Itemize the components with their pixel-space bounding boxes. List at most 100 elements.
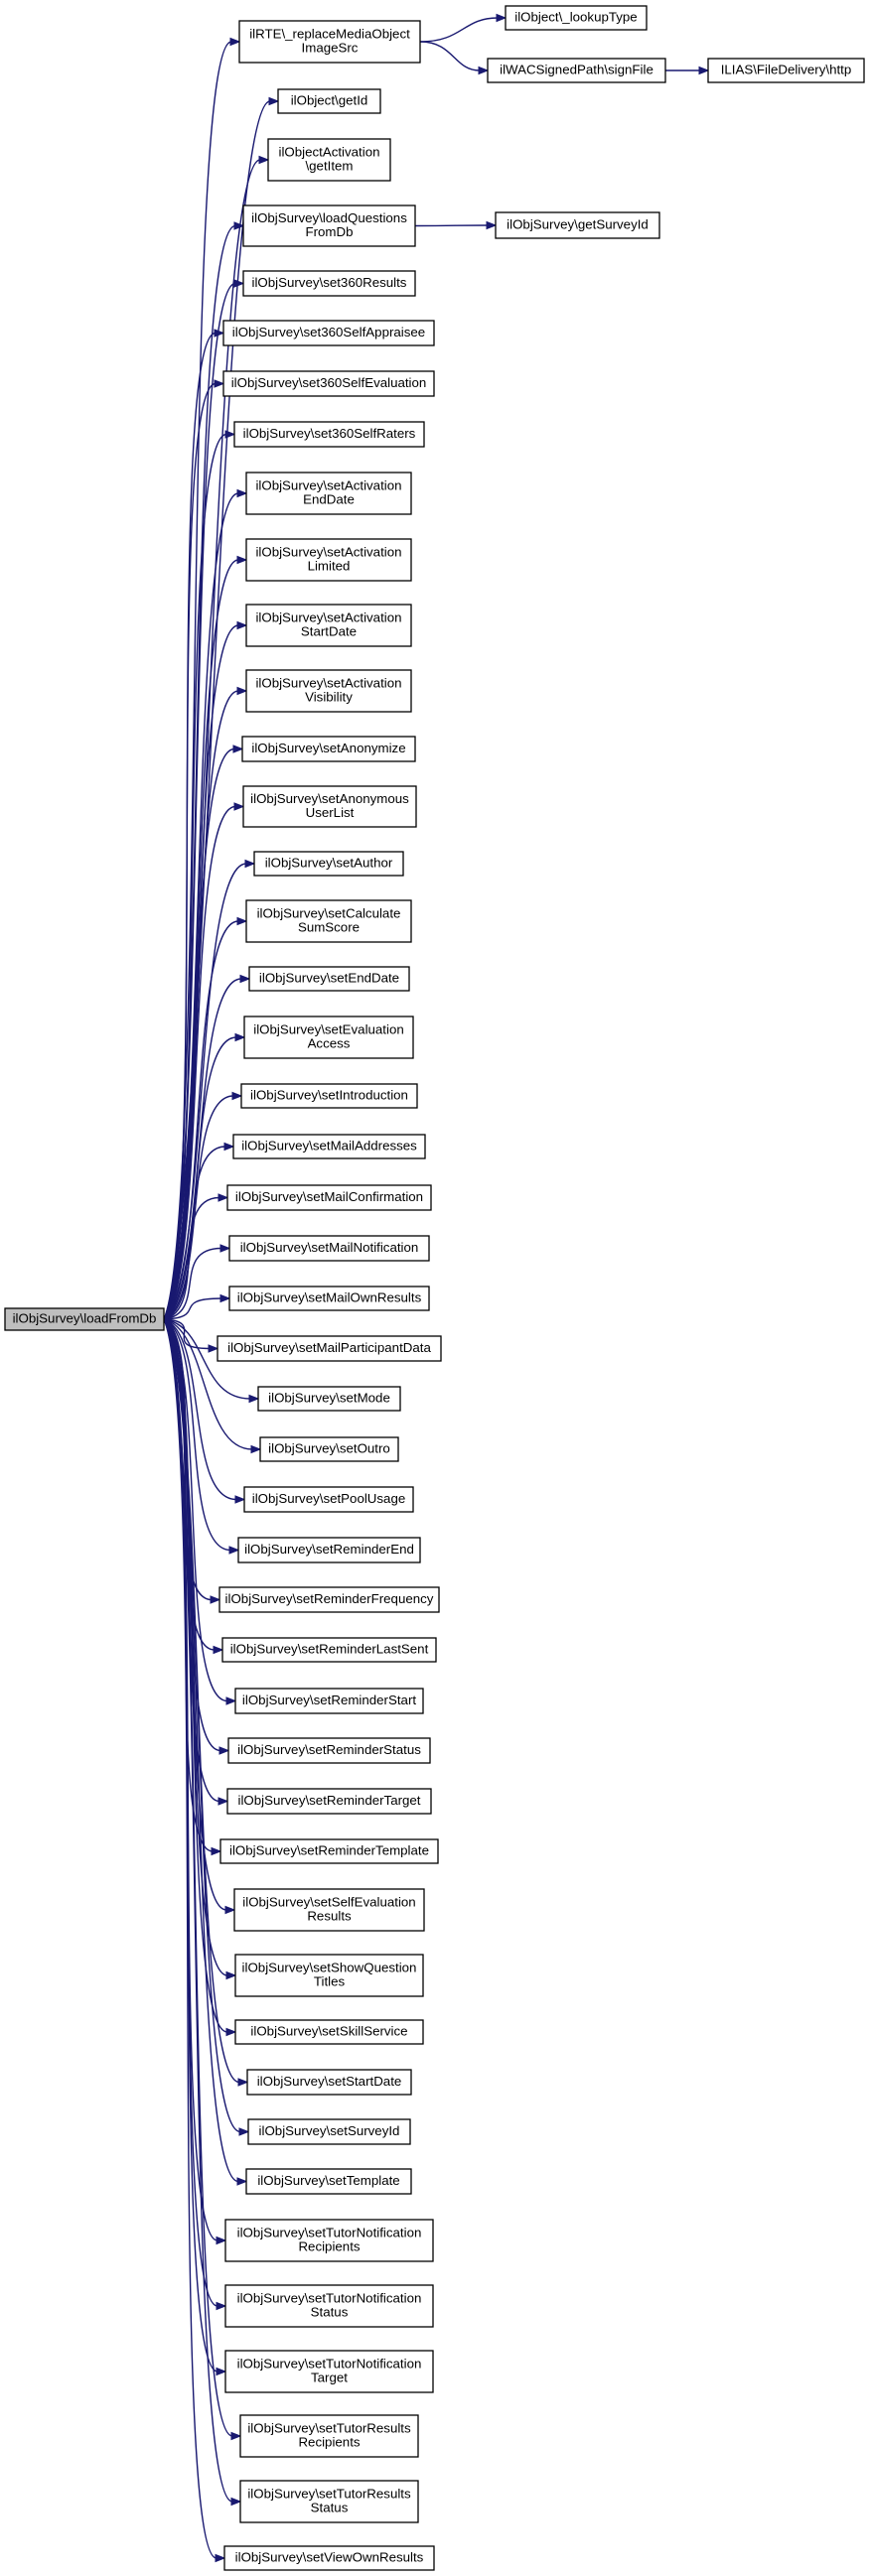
arrowhead-setSkillService [225, 2027, 237, 2037]
node-setAuthor[interactable]: ilObjSurvey\setAuthor [253, 851, 404, 877]
edge-root-to-setMode [163, 1318, 251, 1400]
node-box [217, 1335, 442, 1362]
node-setReminderStart[interactable]: ilObjSurvey\setReminderStart [234, 1688, 424, 1714]
arrowhead-setTutorResultsStatus [230, 2497, 242, 2507]
node-box [222, 370, 435, 397]
node-setMailConfirmation[interactable]: ilObjSurvey\setMailConfirmation [226, 1184, 432, 1211]
node-label-line: Limited [308, 559, 351, 574]
node-setReminderFrequency[interactable]: ilObjSurvey\setReminderFrequency [218, 1586, 440, 1613]
node-setMailOwnResults[interactable]: ilObjSurvey\setMailOwnResults [228, 1286, 430, 1311]
node-label-line: ilObjSurvey\setActivation [255, 676, 401, 691]
node-box [257, 1386, 401, 1412]
node-setPoolUsage[interactable]: ilObjSurvey\setPoolUsage [243, 1486, 414, 1513]
arrowhead-setReminderEnd [228, 1546, 240, 1555]
node-label-line: ilObject\getId [291, 93, 368, 108]
node-getId[interactable]: ilObject\getId [277, 88, 381, 114]
node-setOutro[interactable]: ilObjSurvey\setOutro [259, 1436, 399, 1462]
node-set360SelfRaters[interactable]: ilObjSurvey\set360SelfRaters [233, 421, 425, 448]
node-setReminderStatus[interactable]: ilObjSurvey\setReminderStatus [227, 1737, 431, 1764]
node-box [241, 736, 416, 762]
node-setTemplate[interactable]: ilObjSurvey\setTemplate [245, 2168, 412, 2195]
node-label-line: ilObjSurvey\setStartDate [257, 2074, 402, 2089]
node-setSurveyId[interactable]: ilObjSurvey\setSurveyId [247, 2118, 411, 2145]
node-label-line: ilObjSurvey\setMailConfirmation [235, 1189, 423, 1204]
arrowhead-setShowQuestionTitles [225, 1970, 237, 1980]
node-signFile[interactable]: ilWACSignedPath\signFile [487, 58, 666, 83]
node-setMode[interactable]: ilObjSurvey\setMode [257, 1386, 401, 1412]
node-label-line: ilObjSurvey\setSurveyId [259, 2123, 400, 2138]
node-box [226, 1184, 432, 1211]
edge-root-to-setActivationLimited [163, 559, 239, 1320]
edge-root-to-set360Results [163, 282, 236, 1320]
edges-layer [163, 13, 710, 2563]
node-set360SelfAppraisee[interactable]: ilObjSurvey\set360SelfAppraisee [222, 320, 435, 346]
node-setAnonymize[interactable]: ilObjSurvey\setAnonymize [241, 736, 416, 762]
node-setMailAddresses[interactable]: ilObjSurvey\setMailAddresses [232, 1134, 426, 1159]
node-label-line: Results [307, 1909, 352, 1924]
node-getItem[interactable]: ilObjectActivation\getItem [267, 138, 391, 182]
arrowhead-setActivationEndDate [236, 488, 248, 498]
node-setIntroduction[interactable]: ilObjSurvey\setIntroduction [240, 1083, 418, 1109]
node-setTutorNotificationRecipients[interactable]: ilObjSurvey\setTutorNotificationRecipien… [224, 2219, 434, 2262]
edge-root-to-setActivationVisibility [163, 690, 239, 1320]
node-setReminderLastSent[interactable]: ilObjSurvey\setReminderLastSent [221, 1637, 437, 1663]
arrowhead-setReminderTemplate [211, 1846, 222, 1856]
node-set360SelfEvaluation[interactable]: ilObjSurvey\set360SelfEvaluation [222, 370, 435, 397]
node-http[interactable]: ILIAS\FileDelivery\http [707, 58, 865, 83]
node-box [247, 2118, 411, 2145]
node-setReminderEnd[interactable]: ilObjSurvey\setReminderEnd [237, 1537, 421, 1563]
arrowhead-setMailConfirmation [218, 1193, 229, 1202]
arrowhead-set360SelfRaters [224, 430, 236, 439]
arrowhead-signFile [478, 66, 490, 75]
node-label-line: ilRTE\_replaceMediaObject [249, 27, 410, 42]
arrowhead-getSurveyId [486, 220, 498, 230]
node-box [239, 2414, 419, 2458]
node-box [242, 204, 416, 247]
node-box [232, 1134, 426, 1159]
node-setStartDate[interactable]: ilObjSurvey\setStartDate [246, 2069, 412, 2096]
node-label-line: ilObjSurvey\setReminderStart [242, 1693, 416, 1707]
node-box [228, 1235, 430, 1262]
node-label-line: ilObjSurvey\setAnonymize [251, 741, 405, 755]
node-getSurveyId[interactable]: ilObjSurvey\getSurveyId [495, 211, 660, 239]
node-setViewOwnResults[interactable]: ilObjSurvey\setViewOwnResults [223, 2545, 435, 2571]
node-label-line: ilObject\_lookupType [514, 10, 637, 25]
arrowhead-setTemplate [236, 2177, 248, 2186]
node-setSkillService[interactable]: ilObjSurvey\setSkillService [234, 2019, 424, 2045]
edge-root-to-setPoolUsage [163, 1318, 237, 1501]
node-setReminderTarget[interactable]: ilObjSurvey\setReminderTarget [226, 1788, 432, 1815]
root-node[interactable]: ilObjSurvey\loadFromDb [4, 1307, 165, 1331]
node-setReminderTemplate[interactable]: ilObjSurvey\setReminderTemplate [219, 1838, 439, 1864]
arrowhead-set360SelfAppraisee [214, 329, 225, 338]
node-set360Results[interactable]: ilObjSurvey\set360Results [242, 270, 416, 297]
edge-root-to-setActivationEndDate [163, 492, 239, 1320]
arrowhead-replaceMedia [229, 37, 241, 47]
node-box [487, 58, 666, 83]
node-box [243, 1016, 414, 1059]
node-setEndDate[interactable]: ilObjSurvey\setEndDate [248, 966, 410, 992]
node-lookupType[interactable]: ilObject\_lookupType [505, 5, 648, 31]
node-label-line: ilObjSurvey\setReminderFrequency [225, 1591, 434, 1606]
node-setMailNotification[interactable]: ilObjSurvey\setMailNotification [228, 1235, 430, 1262]
node-box [240, 1083, 418, 1109]
node-setMailParticipantData[interactable]: ilObjSurvey\setMailParticipantData [217, 1335, 442, 1362]
edge-root-to-setTemplate [163, 1318, 239, 2183]
node-label-line: ilObjSurvey\setTutorResults [247, 2421, 411, 2436]
node-label-line: ilObjSurvey\set360Results [252, 275, 407, 290]
